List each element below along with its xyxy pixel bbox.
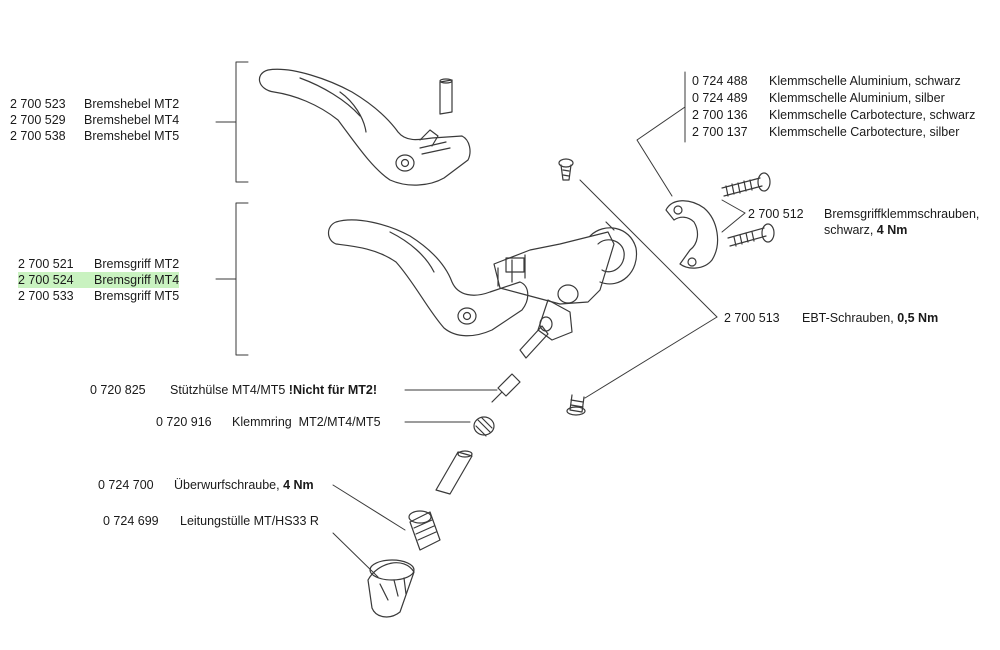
bracket-lever: [215, 61, 249, 183]
ebt-screws: [558, 158, 586, 416]
support-sleeve-part: [491, 373, 521, 403]
bracket-grip: [215, 202, 249, 356]
hose-grommet-part: [367, 559, 415, 618]
hose-sleeve-part: [435, 450, 473, 495]
clamp-screws: [721, 172, 775, 247]
clamp-ring-part: [473, 416, 495, 437]
brake-lever-part: [258, 68, 471, 186]
brake-grip-part: [327, 219, 638, 359]
union-screw-part: [408, 510, 441, 551]
leader-lines: [332, 106, 746, 578]
clamp-part: [665, 200, 719, 269]
